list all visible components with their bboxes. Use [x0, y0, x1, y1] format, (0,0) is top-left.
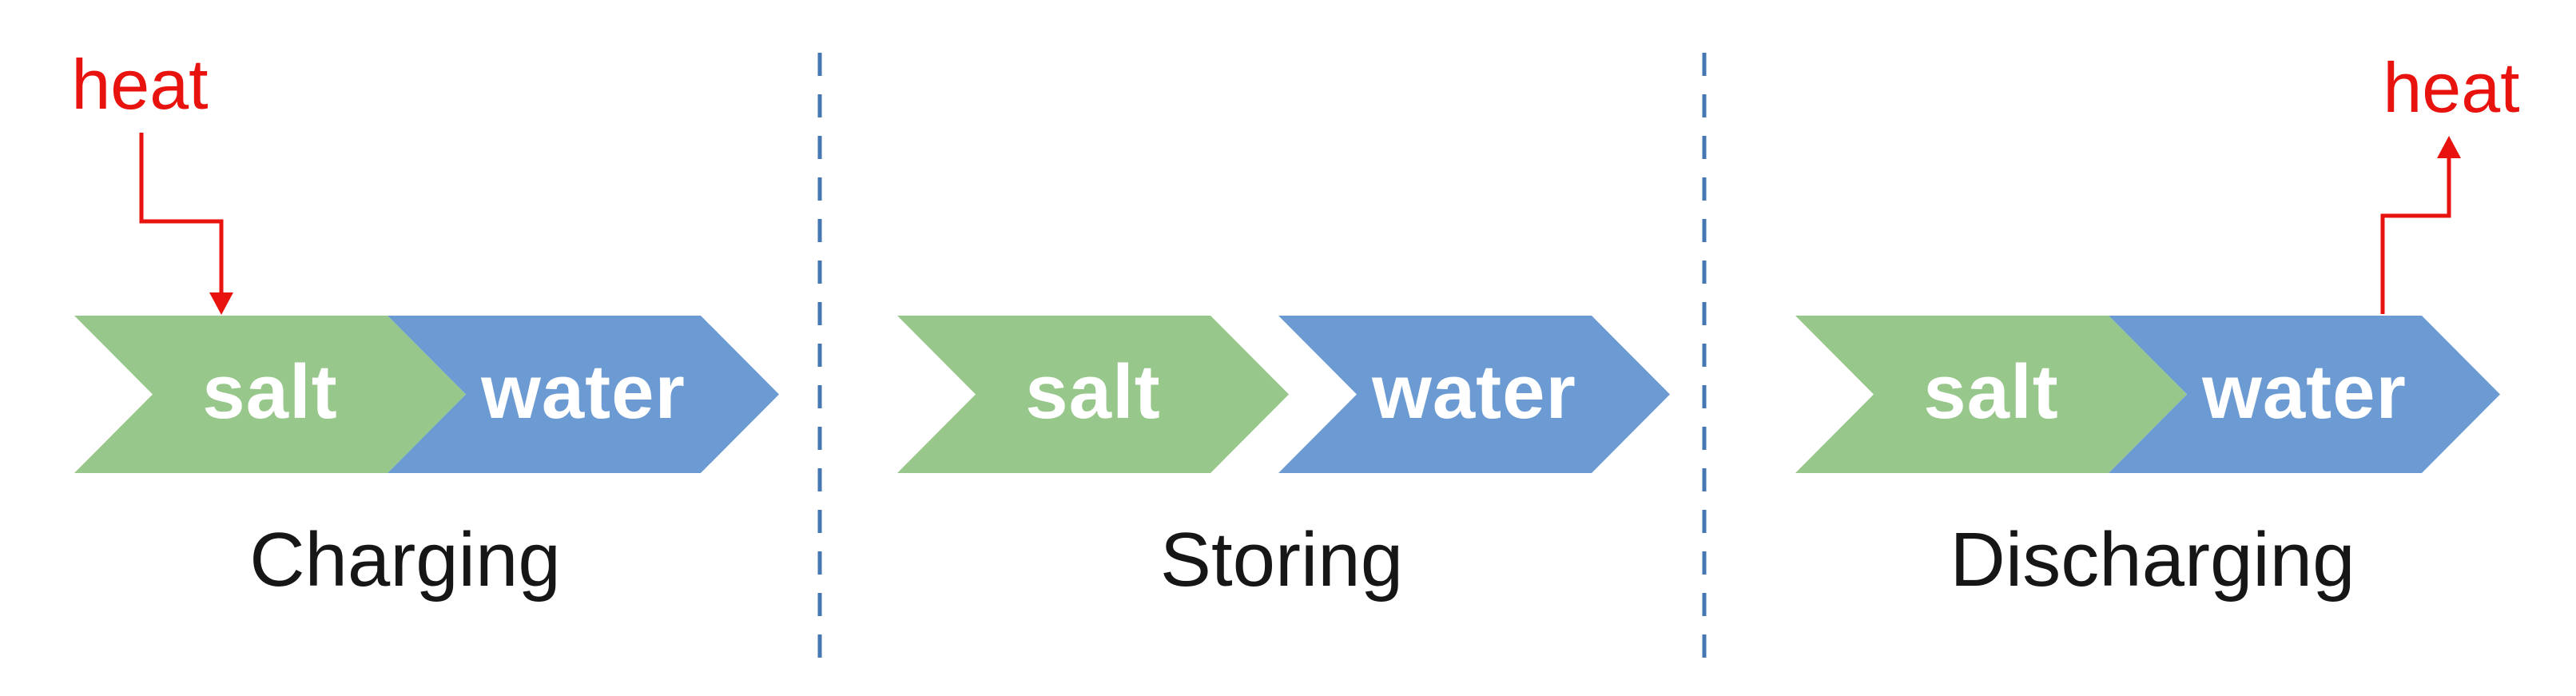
heat-label-discharging: heat	[2383, 48, 2520, 127]
heat-label-charging: heat	[71, 45, 209, 124]
salt-chevron-label: salt	[1923, 348, 2059, 435]
heat-in-arrow-icon	[139, 133, 233, 315]
water-chevron-label: water	[1372, 348, 1576, 435]
salt-chevron-label: salt	[202, 348, 338, 435]
water-chevron-label: water	[481, 348, 686, 435]
stage-caption-charging: Charging	[249, 517, 561, 603]
salt-chevron-label: salt	[1025, 348, 1161, 435]
water-chevron-label: water	[2202, 348, 2407, 435]
heat-out-arrow-icon	[2380, 136, 2461, 314]
stage-caption-storing: Storing	[1159, 517, 1404, 603]
stage-caption-discharging: Discharging	[1950, 517, 2355, 603]
